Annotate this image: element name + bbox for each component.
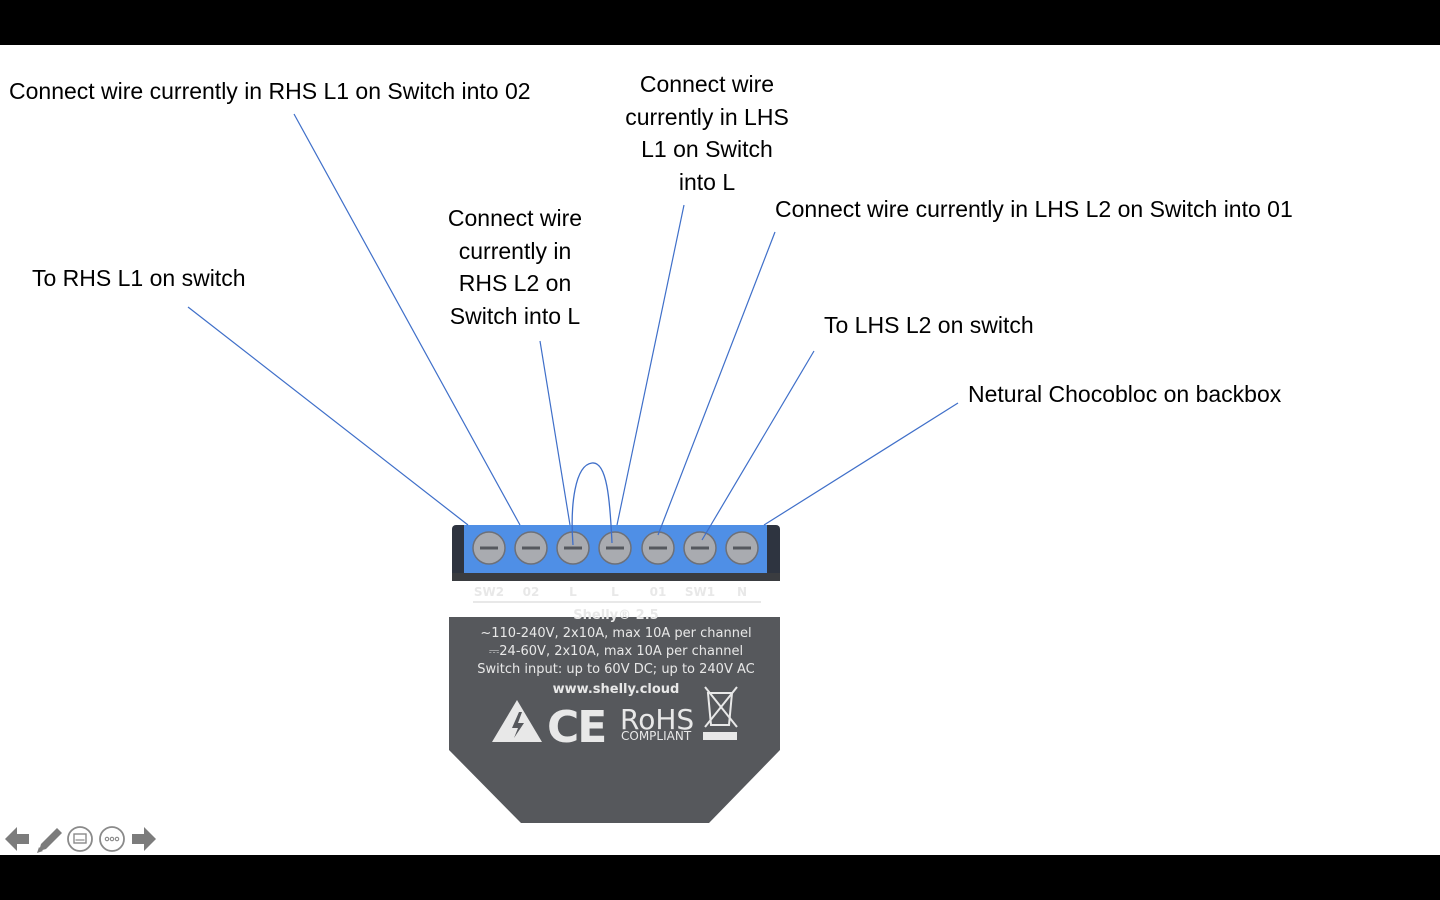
terminal-label: SW2 [474,585,504,599]
leader-lhs-l2-to-01 [657,231,776,536]
terminal-block-shadow [452,573,780,581]
annotation-line: RHS L2 on [458,270,572,296]
leader-neutral [763,402,959,526]
device-url: www.shelly.cloud [553,682,680,697]
terminal-label: 01 [650,585,667,599]
annotation-line: Connect wire [447,205,583,231]
leader-lines [187,113,959,541]
annotation-line: Connect wire [639,71,775,97]
shelly-device: SW2 02 L L 01 SW1 N Shelly® 2.5 ~110-240V, 2x1… [449,525,780,823]
annotation-line: currently in LHS [625,103,789,130]
annotation-neutral: Netural Chocobloc on backbox [968,381,1282,407]
device-body [449,617,780,823]
more-icon[interactable] [97,819,127,855]
terminal-label: SW1 [685,585,715,599]
slideshow-controls [0,819,170,855]
terminal-label: N [737,585,747,599]
annotation-line: Switch into L [449,302,581,329]
rohs-mark: RoHS [620,703,694,736]
annotation-line: L1 on Switch [641,136,773,162]
weee-bin-icon [703,686,738,740]
terminal-screws [472,531,759,565]
device-model: Shelly® 2.5 [573,608,658,623]
annotation-line: currently in [458,237,572,264]
leader-lhs-l1-into-l [616,204,685,526]
annotation-to-lhs-l2: To LHS L2 on switch [824,312,1034,338]
spec-line-1: ~110-240V, 2x10A, max 10A per channel [480,626,751,641]
leader-to-rhs-l1 [187,306,469,526]
annotation-rhs-l1-to-02: Connect wire currently in RHS L1 on Swit… [9,78,531,104]
warning-icon [492,700,542,742]
slide: SW2 02 L L 01 SW1 N Shelly® 2.5 ~110-240V, 2x1… [0,45,1440,855]
annotation-rhs-l2-into-l: Connect wire currently in RHS L2 on Swit… [415,202,615,332]
arrow-right-icon[interactable] [129,819,159,855]
wiring-diagram: SW2 02 L L 01 SW1 N Shelly® 2.5 ~110-240V, 2x1… [187,113,959,823]
annotation-lhs-l2-to-01: Connect wire currently in LHS L2 on Swit… [775,196,1293,222]
subtitles-icon[interactable] [65,819,95,855]
terminal-label: 02 [523,585,540,599]
terminal-label: L [611,585,619,599]
ce-mark: CE [547,702,605,753]
jumper-wire [571,462,613,546]
leader-rhs-l2-into-l [539,340,571,526]
terminal-labels: SW2 02 L L 01 SW1 N [474,585,747,599]
annotation-line: into L [678,168,736,195]
annotation-lhs-l1-into-l: Connect wire currently in LHS L1 on Swit… [597,68,817,198]
terminal-label: L [569,585,577,599]
pen-icon[interactable] [33,819,63,855]
arrow-left-icon[interactable] [2,819,32,855]
leader-to-lhs-l2 [701,350,815,541]
leader-rhs-l1-to-02 [293,113,521,526]
annotation-to-rhs-l1: To RHS L1 on switch [32,265,246,291]
rohs-compliant: COMPLIANT [621,729,692,743]
spec-line-2: ⎓24-60V, 2x10A, max 10A per channel [489,644,743,659]
spec-line-3: Switch input: up to 60V DC; up to 240V A… [477,662,754,677]
